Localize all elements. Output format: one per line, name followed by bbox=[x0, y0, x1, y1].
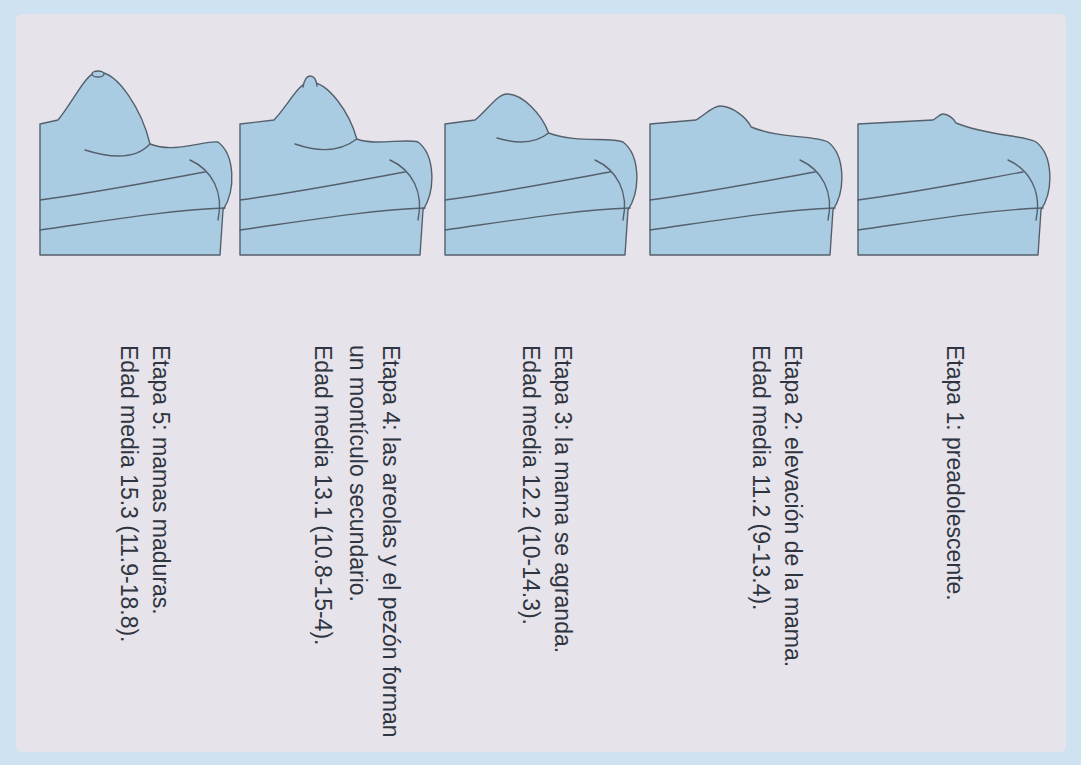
stage-caption: Etapa 4: las areolas y el pezón forman u… bbox=[341, 345, 407, 745]
stage-figure bbox=[858, 114, 1050, 255]
stage-figure bbox=[650, 106, 842, 255]
stage-figure bbox=[240, 76, 432, 255]
age-note: Edad media 12.2 (10-14.3). bbox=[514, 345, 547, 750]
stage-caption: Etapa 2: elevación de la mama. bbox=[776, 345, 809, 750]
stage-caption: Etapa 5: mamas maduras. bbox=[144, 345, 177, 750]
age-note: Edad media 15.3 (11.9-18.8). bbox=[112, 345, 145, 750]
age-note: Edad media 11.2 (9-13.4). bbox=[744, 345, 777, 750]
page-panel bbox=[16, 14, 1066, 752]
stage-figure bbox=[40, 71, 232, 255]
age-note: Edad media 13.1 (10.8-15-4). bbox=[306, 345, 339, 750]
stage-caption: Etapa 3: la mama se agranda. bbox=[546, 345, 579, 750]
stage-figure bbox=[445, 94, 637, 255]
stage-caption: Etapa 1: preadolescente. bbox=[938, 345, 971, 750]
